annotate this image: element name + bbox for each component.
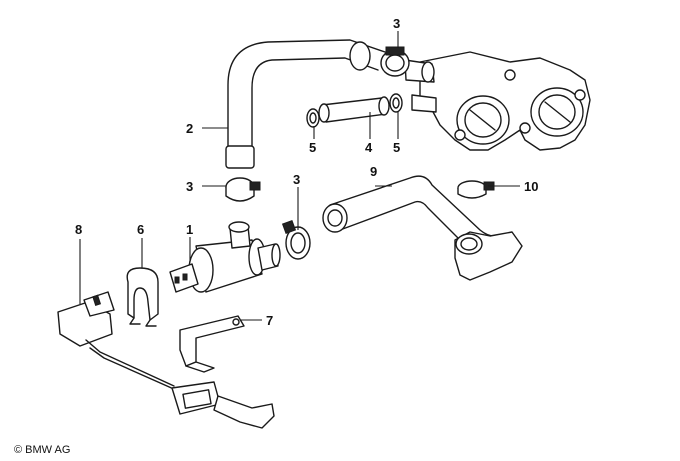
callout-7: 7 [266, 313, 273, 328]
callout-4: 4 [365, 140, 373, 155]
hose-clamp-3-right [281, 219, 311, 260]
hose-clamp-3-top [380, 46, 410, 77]
hose-clamp-3-left [225, 177, 261, 202]
hose-clamp-10 [457, 180, 495, 199]
connector-8 [57, 291, 275, 429]
callout-3-left: 3 [186, 179, 193, 194]
bracket-7 [179, 315, 245, 373]
callout-6: 6 [137, 222, 144, 237]
callout-10: 10 [524, 179, 538, 194]
seal-ring-5-right [389, 93, 403, 113]
hose-9 [322, 175, 523, 281]
seal-ring-5-left [306, 108, 320, 128]
callout-1: 1 [186, 222, 193, 237]
copyright-notice: © BMW AG [14, 444, 71, 456]
pipe-4 [318, 96, 390, 123]
callout-3-top: 3 [393, 16, 400, 31]
callout-5-right: 5 [393, 140, 400, 155]
holder-6 [126, 267, 159, 327]
callout-9: 9 [370, 164, 377, 179]
intake-manifold [404, 51, 591, 151]
hose-2 [225, 39, 386, 169]
callout-2: 2 [186, 121, 193, 136]
leader-lines [79, 31, 520, 321]
idle-speed-valve-1 [169, 221, 281, 293]
callout-3-right: 3 [293, 172, 300, 187]
callout-8: 8 [75, 222, 82, 237]
callout-5-left: 5 [309, 140, 316, 155]
